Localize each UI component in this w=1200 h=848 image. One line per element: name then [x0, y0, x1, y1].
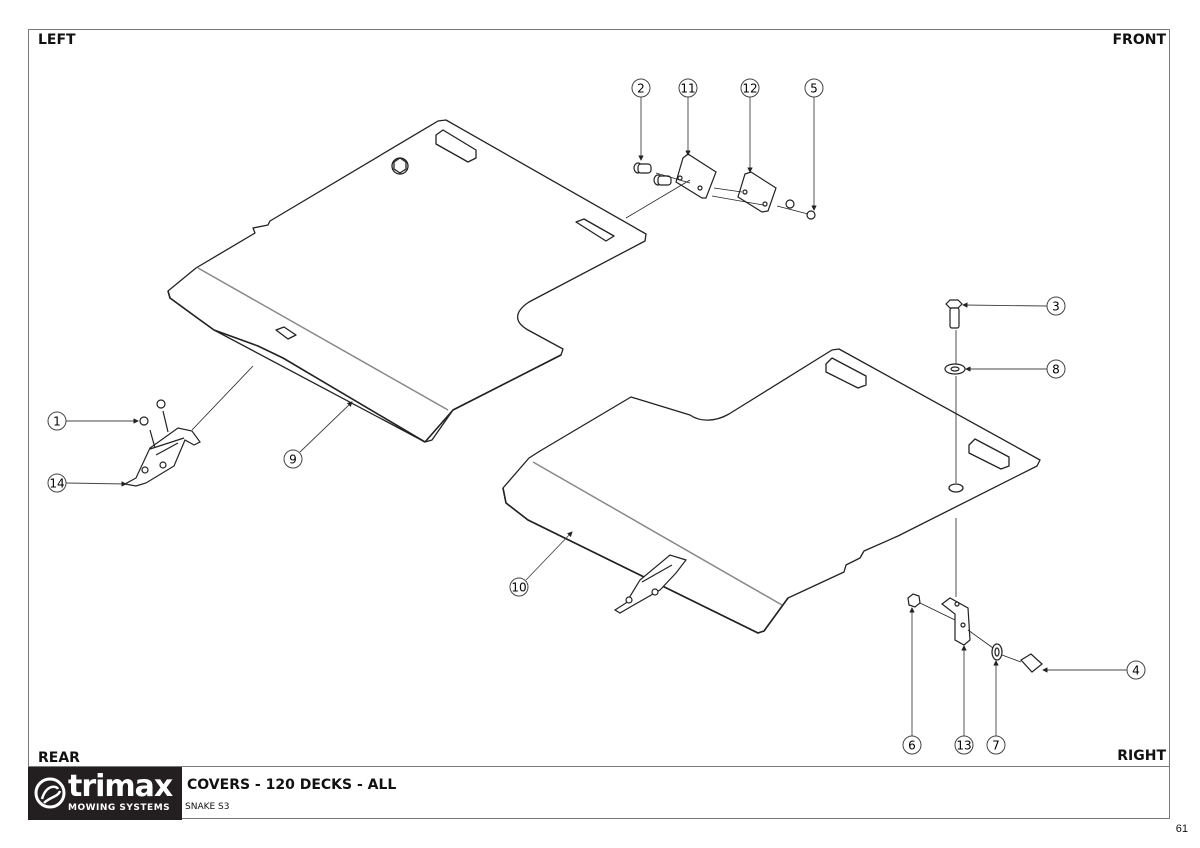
- page-number: 61: [1175, 823, 1188, 835]
- trimax-swirl-icon: [34, 777, 66, 809]
- balloon-12: 12: [740, 78, 760, 98]
- orientation-label-right: RIGHT: [1117, 748, 1166, 764]
- balloon-2: 2: [631, 78, 651, 98]
- balloon-5: 5: [804, 78, 824, 98]
- trimax-logo: trimax MOWING SYSTEMS: [28, 767, 182, 820]
- cover-panel-right: [502, 348, 1041, 634]
- balloon-6: 6: [902, 735, 922, 755]
- balloon-13-label: 13: [956, 739, 971, 753]
- drawing-frame: [28, 29, 1170, 819]
- hinge-assembly: [625, 153, 816, 220]
- balloon-14: 14: [47, 473, 67, 493]
- balloon-3: 3: [1046, 296, 1066, 316]
- balloon-1: 1: [47, 411, 67, 431]
- balloon-4-label: 4: [1132, 664, 1140, 678]
- leader-lines: [65, 97, 1127, 737]
- balloon-9: 9: [283, 449, 303, 469]
- orientation-label-left: LEFT: [38, 32, 76, 48]
- balloon-11-label: 11: [680, 82, 695, 96]
- balloon-9-label: 9: [289, 453, 297, 467]
- balloon-11: 11: [678, 78, 698, 98]
- brand-name: trimax: [68, 769, 173, 804]
- balloon-1-label: 1: [53, 415, 61, 429]
- balloon-7: 7: [986, 735, 1006, 755]
- orientation-label-front: FRONT: [1112, 32, 1166, 48]
- balloon-4: 4: [1126, 660, 1146, 680]
- balloon-8-label: 8: [1052, 363, 1060, 377]
- balloon-8: 8: [1046, 359, 1066, 379]
- latch-right: [613, 554, 688, 614]
- balloon-12-label: 12: [742, 82, 757, 96]
- balloon-6-label: 6: [908, 739, 916, 753]
- balloon-13: 13: [954, 735, 974, 755]
- balloon-14-label: 14: [49, 477, 64, 491]
- balloon-10-label: 10: [511, 581, 526, 595]
- balloon-7-label: 7: [992, 739, 1000, 753]
- latch-left: [123, 365, 254, 487]
- drawing-title: COVERS - 120 DECKS - ALL: [187, 777, 397, 793]
- cover-panel-left: [167, 119, 647, 443]
- balloon-3-label: 3: [1052, 300, 1060, 314]
- brand-subtitle: MOWING SYSTEMS: [68, 803, 171, 813]
- model-name: SNAKE S3: [185, 802, 230, 812]
- balloon-5-label: 5: [810, 82, 818, 96]
- balloon-2-label: 2: [637, 82, 645, 96]
- title-block: trimax MOWING SYSTEMS COVERS - 120 DECKS…: [28, 766, 1170, 820]
- bracket-assembly: [907, 299, 1043, 673]
- balloon-10: 10: [509, 577, 529, 597]
- orientation-label-rear: REAR: [38, 750, 80, 766]
